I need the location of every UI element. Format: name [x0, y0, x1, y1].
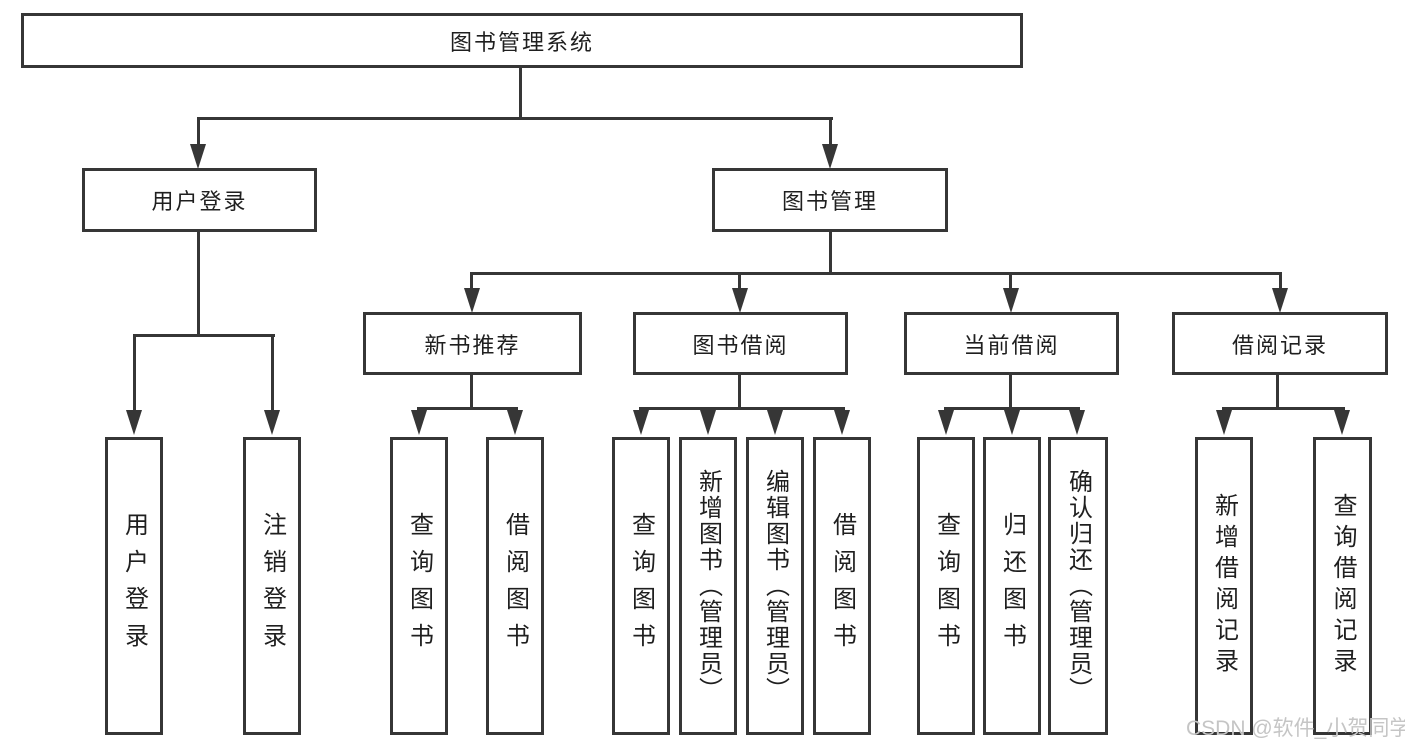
node-book-borrowing: 图书借阅	[633, 312, 848, 375]
arrow-down-icon	[938, 410, 954, 435]
arrow-down-icon	[1216, 410, 1232, 435]
leaf-borrow-books-recommend: 借阅图书	[486, 437, 544, 735]
leaf-edit-book-admin: 编辑图书（管理员）	[746, 437, 804, 735]
leaf-query-books-borrowing: 查询图书	[612, 437, 670, 735]
connector-line	[1009, 373, 1012, 409]
connector-line	[519, 66, 522, 119]
arrow-down-icon	[1069, 410, 1085, 435]
leaf-return-book: 归还图书	[983, 437, 1041, 735]
connector-line	[470, 272, 473, 289]
connector-line	[470, 373, 473, 409]
connector-line	[417, 407, 518, 410]
arrow-down-icon	[126, 410, 142, 435]
connector-line	[197, 117, 833, 120]
csdn-watermark: CSDN @软件_小贺同学	[1186, 717, 1405, 740]
node-new-book-recommend: 新书推荐	[363, 312, 582, 375]
connector-line	[133, 334, 275, 337]
arrow-down-icon	[411, 410, 427, 435]
connector-line	[271, 334, 274, 411]
arrow-down-icon	[1003, 288, 1019, 313]
leaf-query-borrow-record: 查询借阅记录	[1313, 437, 1372, 735]
connector-line	[639, 407, 845, 410]
leaf-logout: 注销登录	[243, 437, 301, 735]
connector-line	[1222, 407, 1345, 410]
arrow-down-icon	[507, 410, 523, 435]
arrow-down-icon	[834, 410, 850, 435]
connector-line	[738, 272, 741, 289]
arrow-down-icon	[700, 410, 716, 435]
connector-line	[829, 117, 832, 146]
leaf-add-book-admin: 新增图书（管理员）	[679, 437, 737, 735]
node-user-login: 用户登录	[82, 168, 317, 232]
arrow-down-icon	[1004, 410, 1020, 435]
node-borrow-records: 借阅记录	[1172, 312, 1388, 375]
node-current-borrowing: 当前借阅	[904, 312, 1119, 375]
connector-line	[1009, 272, 1012, 289]
arrow-down-icon	[1272, 288, 1288, 313]
arrow-down-icon	[264, 410, 280, 435]
leaf-user-login: 用户登录	[105, 437, 163, 735]
connector-line	[829, 230, 832, 274]
arrow-down-icon	[767, 410, 783, 435]
connector-line	[1279, 272, 1282, 289]
connector-line	[944, 407, 1080, 410]
leaf-confirm-return-admin: 确认归还（管理员）	[1048, 437, 1108, 735]
leaf-query-books-recommend: 查询图书	[390, 437, 448, 735]
connector-line	[470, 272, 1282, 275]
arrow-down-icon	[464, 288, 480, 313]
connector-line	[738, 373, 741, 409]
arrow-down-icon	[190, 144, 206, 169]
arrow-down-icon	[732, 288, 748, 313]
connector-line	[197, 230, 200, 336]
arrow-down-icon	[822, 144, 838, 169]
node-book-management: 图书管理	[712, 168, 948, 232]
connector-line	[133, 334, 136, 411]
leaf-add-borrow-record: 新增借阅记录	[1195, 437, 1253, 735]
node-library-system: 图书管理系统	[21, 13, 1023, 68]
leaf-borrow-books-borrowing: 借阅图书	[813, 437, 871, 735]
connector-line	[1276, 373, 1279, 409]
leaf-query-books-current: 查询图书	[917, 437, 975, 735]
arrow-down-icon	[633, 410, 649, 435]
arrow-down-icon	[1334, 410, 1350, 435]
connector-line	[197, 117, 200, 146]
